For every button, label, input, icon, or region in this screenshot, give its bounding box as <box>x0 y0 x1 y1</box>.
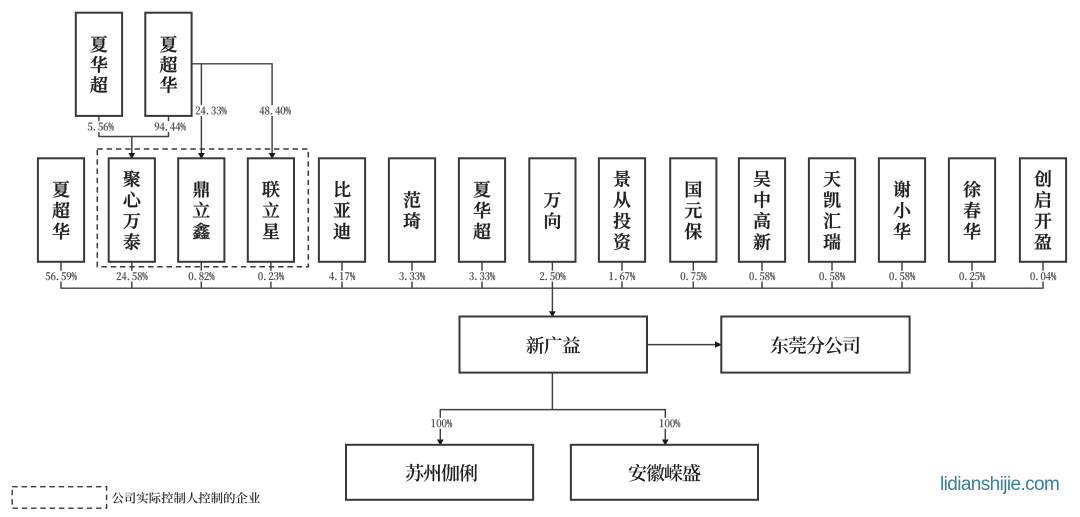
svg-text:lidianshijie.com: lidianshijie.com <box>940 474 1059 495</box>
